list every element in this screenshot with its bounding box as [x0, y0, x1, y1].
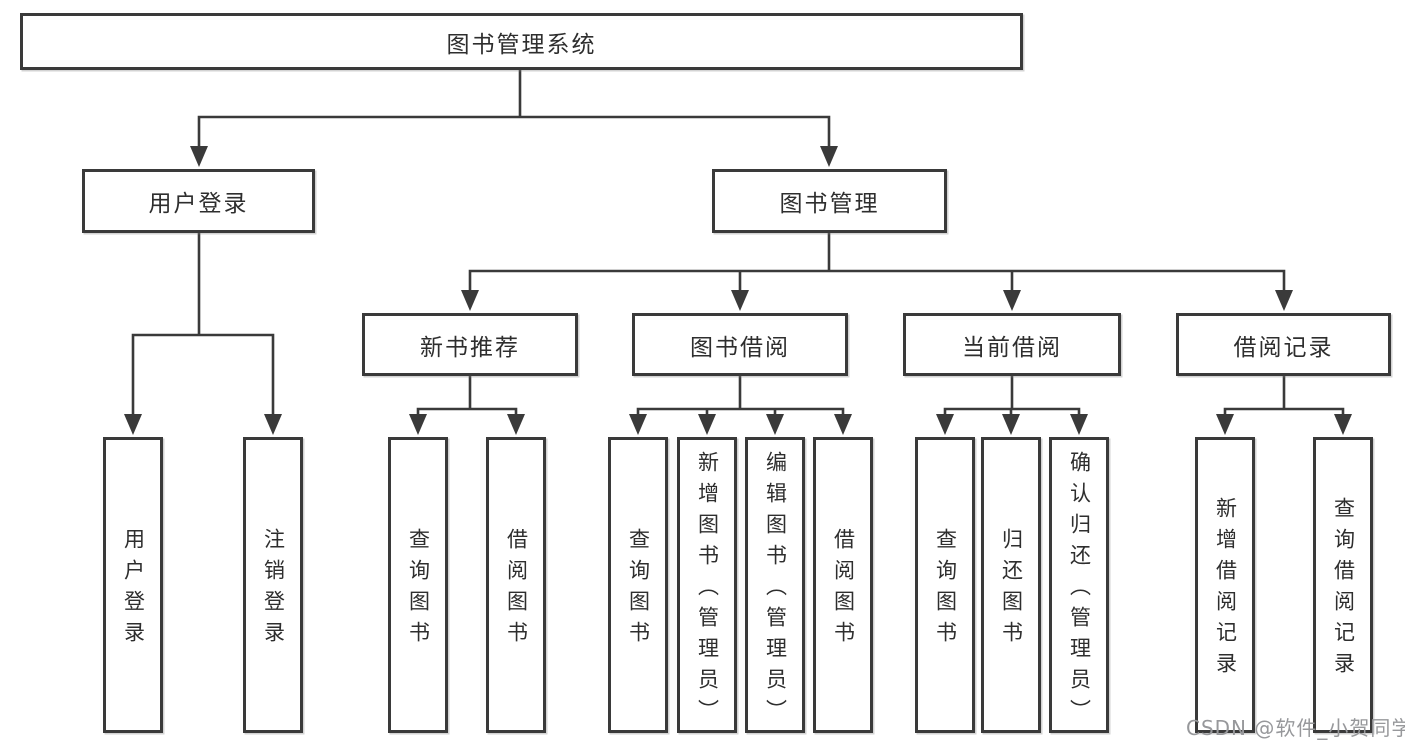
leaf-borrowing-query-books: 查询图书 — [608, 437, 668, 733]
node-current-borrowing: 当前借阅 — [903, 313, 1121, 376]
node-label: 借阅记录 — [1233, 334, 1334, 361]
leaf-newrec-query-books: 查询图书 — [388, 437, 448, 733]
node-label: 用户登录 — [148, 191, 249, 217]
node-label: 编辑图书（管理员） — [763, 450, 788, 730]
node-new-book-recommendation: 新书推荐 — [362, 313, 578, 376]
connector-borrowing-records-to-leaves — [1216, 374, 1352, 435]
node-label: 新增图书（管理员） — [695, 450, 720, 730]
connector-book-management-to-level3 — [461, 231, 1293, 311]
node-borrowing-records: 借阅记录 — [1176, 313, 1391, 376]
node-label: 新书推荐 — [420, 334, 520, 361]
leaf-records-add-borrow-record: 新增借阅记录 — [1195, 437, 1255, 733]
leaf-current-query-books: 查询图书 — [915, 437, 975, 733]
csdn-watermark: CSDN @软件_小贺同学 — [1186, 716, 1405, 740]
node-label: 注销登录 — [261, 528, 286, 652]
node-label: 用户登录 — [121, 528, 146, 652]
node-label: 查询借阅记录 — [1331, 497, 1356, 683]
node-book-management: 图书管理 — [712, 169, 947, 233]
leaf-logout-login: 注销登录 — [243, 437, 303, 733]
leaf-borrowing-add-books-admin: 新增图书（管理员） — [677, 437, 737, 733]
leaf-borrowing-edit-books-admin: 编辑图书（管理员） — [745, 437, 805, 733]
leaf-current-return-books: 归还图书 — [981, 437, 1041, 733]
node-label: 当前借阅 — [962, 334, 1062, 361]
leaf-user-login: 用户登录 — [103, 437, 163, 733]
node-label: 借阅图书 — [831, 528, 856, 652]
node-label: 图书借阅 — [690, 334, 790, 361]
node-label: 查询图书 — [626, 528, 651, 652]
connector-root-to-level2 — [190, 68, 838, 167]
leaf-records-query-borrow-record: 查询借阅记录 — [1313, 437, 1373, 733]
node-label: 归还图书 — [999, 528, 1024, 652]
connector-book-borrowing-to-leaves — [629, 374, 852, 435]
leaf-borrowing-borrow-books: 借阅图书 — [813, 437, 873, 733]
node-label: 借阅图书 — [504, 528, 529, 652]
connector-user-login-to-leaves — [124, 231, 282, 435]
node-book-borrowing: 图书借阅 — [632, 313, 848, 376]
leaf-current-confirm-return-admin: 确认归还（管理员） — [1049, 437, 1109, 733]
node-label: 新增借阅记录 — [1213, 497, 1238, 683]
node-label: 图书管理 — [779, 191, 880, 217]
node-user-login: 用户登录 — [82, 169, 315, 233]
node-label: 查询图书 — [933, 528, 958, 652]
node-label: 查询图书 — [406, 528, 431, 652]
connector-new-book-to-leaves — [409, 374, 525, 435]
connector-current-borrowing-to-leaves — [936, 374, 1088, 435]
node-library-management-system: 图书管理系统 — [20, 13, 1023, 70]
node-label: 图书管理系统 — [446, 31, 597, 58]
node-label: 确认归还（管理员） — [1067, 450, 1092, 730]
leaf-newrec-borrow-books: 借阅图书 — [486, 437, 546, 733]
